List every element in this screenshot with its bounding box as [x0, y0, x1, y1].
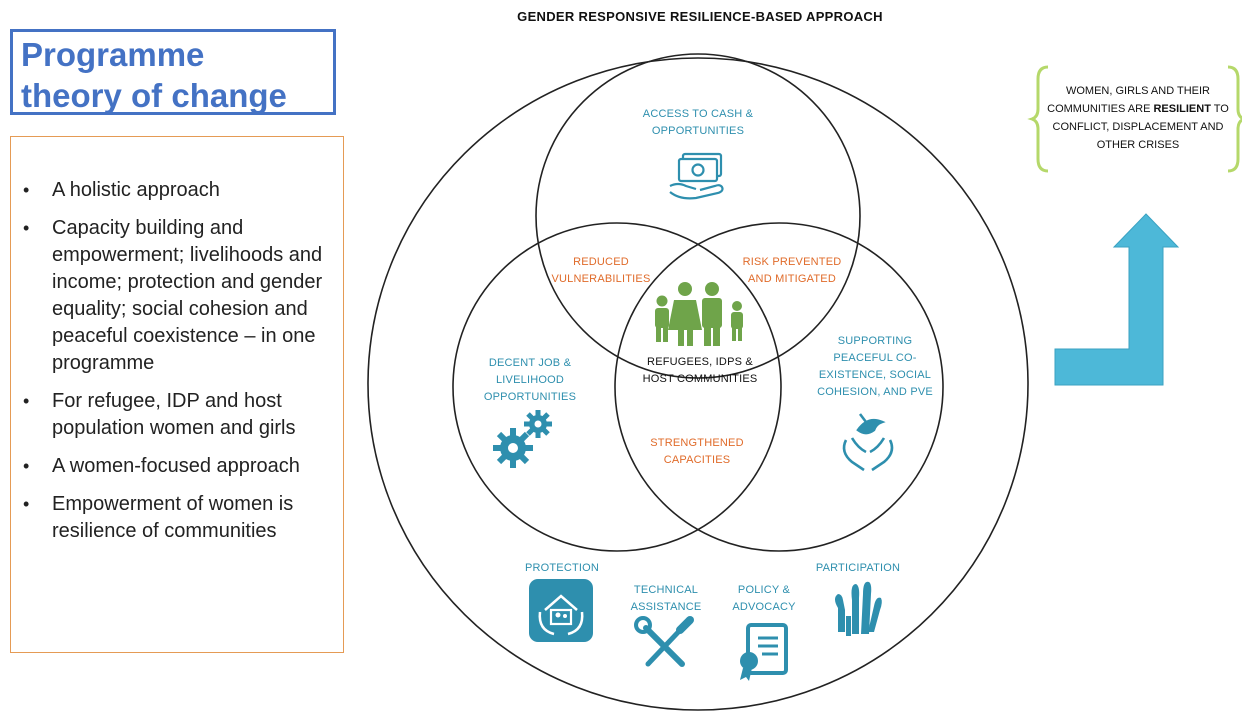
gears-icon: [493, 410, 552, 468]
overlap-bottom-label: STRENGTHENED CAPACITIES: [650, 437, 744, 466]
technical-assistance-label: TECHNICAL ASSISTANCE: [630, 584, 702, 613]
family-icon: [655, 282, 743, 346]
outer-circle: [367, 57, 1029, 711]
protection-label: PROTECTION: [524, 562, 600, 574]
bullet-dot-icon: •: [23, 456, 30, 476]
title-line-1: Programme: [21, 36, 205, 73]
bullet-dot-icon: •: [23, 494, 30, 514]
diagram-heading: GENDER RESPONSIVE RESILIENCE-BASED APPRO…: [517, 9, 883, 24]
left-circle: [452, 222, 782, 552]
outcome-text-after: TO CONFLICT, DISPLACEMENT AND OTHER CRIS…: [1052, 103, 1229, 151]
outcome-text-before: WOMEN, GIRLS AND THEIR COMMUNITIES ARE: [1047, 85, 1211, 115]
title-box: Programme theory of change: [10, 29, 336, 115]
right-circle-label: SUPPORTING PEACEFUL CO-EXISTENCE, SOCIAL…: [817, 335, 933, 398]
outcome-text-bold: RESILIENT: [1153, 103, 1211, 115]
top-circle-label: ACCESS TO CASH & OPPORTUNITIES: [642, 108, 754, 137]
bullet-item: • Empowerment of women is resilience of c…: [19, 491, 333, 545]
protection-icon: [529, 579, 593, 642]
bullet-text: Empowerment of women is resilience of co…: [52, 493, 294, 542]
bullet-text: For refugee, IDP and host population wom…: [52, 390, 296, 439]
hands-bird-icon: [842, 413, 894, 472]
bullet-dot-icon: •: [23, 218, 30, 238]
top-circle: [535, 53, 861, 379]
overlap-top-left-label: REDUCED VULNERABILITIES: [551, 256, 651, 285]
center-label: REFUGEES, IDPS & HOST COMMUNITIES: [642, 356, 758, 385]
bullet-text: A women-focused approach: [52, 455, 300, 477]
outcome-statement: WOMEN, GIRLS AND THEIR COMMUNITIES ARE R…: [1040, 82, 1236, 154]
bullet-dot-icon: •: [23, 180, 30, 200]
outcome-bracket: [1027, 65, 1242, 173]
bullet-text: A holistic approach: [52, 179, 220, 201]
bullet-item: • For refugee, IDP and host population wo…: [19, 388, 333, 442]
bullet-item: • Capacity building and empowerment; live…: [19, 215, 333, 377]
right-circle: [614, 222, 944, 552]
raised-hands-icon: [835, 581, 882, 636]
document-certificate-icon: [740, 623, 788, 681]
bullet-dot-icon: •: [23, 391, 30, 411]
bullet-text: Capacity building and empowerment; livel…: [52, 217, 323, 374]
policy-advocacy-label: POLICY & ADVOCACY: [732, 584, 796, 613]
bullet-list: • A holistic approach • Capacity building …: [11, 137, 343, 545]
bullet-item: • A holistic approach: [19, 177, 333, 204]
bullet-item: • A women-focused approach: [19, 453, 333, 480]
bullet-list-box: • A holistic approach • Capacity building …: [10, 136, 344, 653]
left-circle-label: DECENT JOB & LIVELIHOOD OPPORTUNITIES: [483, 357, 577, 403]
up-arrow-icon: [1054, 213, 1180, 386]
title-line-2: theory of change: [21, 77, 287, 114]
cash-hand-icon: [669, 152, 724, 200]
overlap-top-right-label: RISK PREVENTED AND MITIGATED: [742, 256, 842, 285]
participation-label: PARTICIPATION: [815, 562, 901, 574]
tools-icon: [634, 616, 694, 667]
